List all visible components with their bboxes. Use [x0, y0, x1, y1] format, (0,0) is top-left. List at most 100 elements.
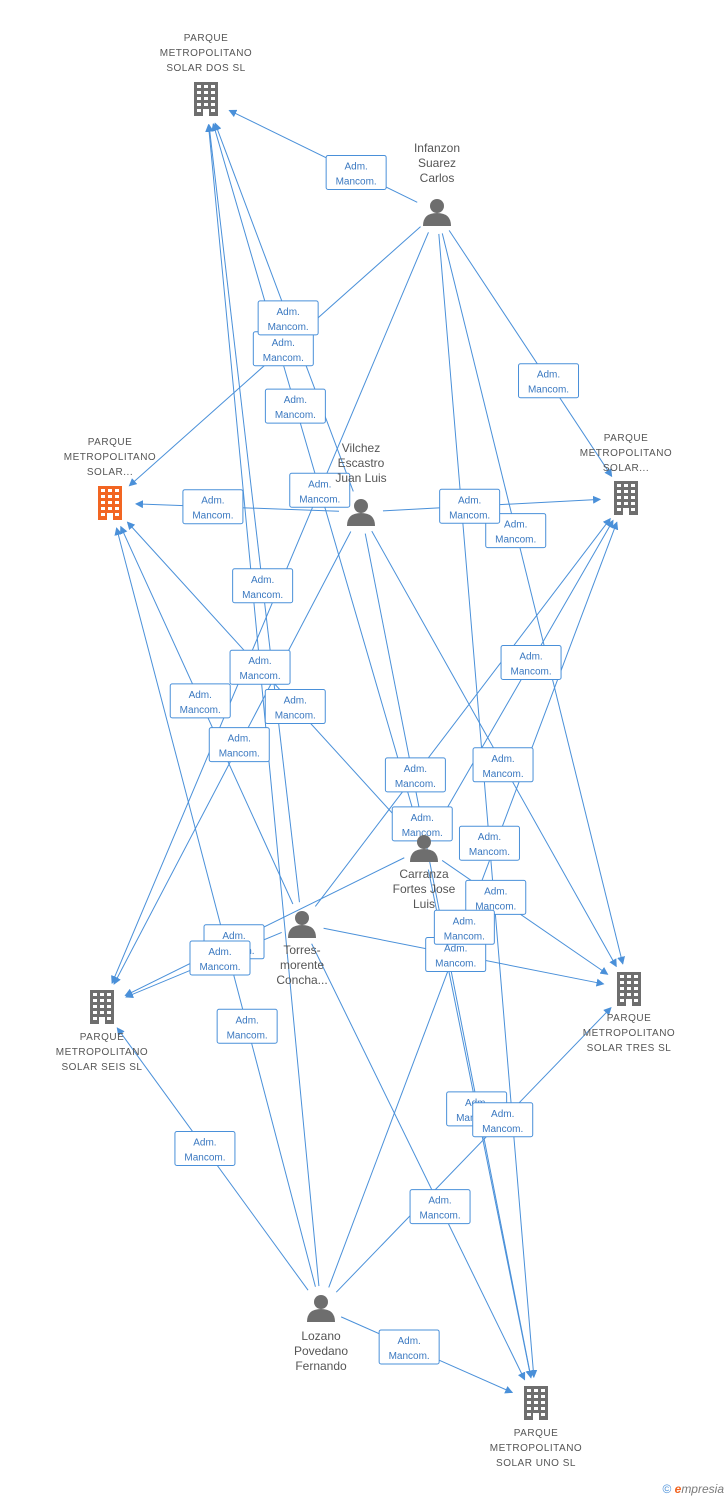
- edge-label-text: Adm.: [519, 652, 542, 663]
- edge-label-text: Mancom.: [395, 779, 436, 790]
- edge-label-text: Adm.: [248, 656, 271, 667]
- edge-label-text: Adm.: [478, 832, 501, 843]
- edge-label-text: Mancom.: [475, 901, 516, 912]
- edge-label-box: [325, 154, 387, 190]
- edge-infanzon-uno: [438, 233, 538, 1379]
- edge-label-lozano-uno[interactable]: Adm.Mancom.: [378, 1329, 440, 1365]
- edge-label-infanzon-right[interactable]: Adm.Mancom.: [518, 363, 580, 399]
- building-icon: [614, 481, 638, 515]
- edge-label-text: Mancom.: [227, 1030, 268, 1041]
- person-label: Fernando: [295, 1359, 347, 1373]
- edge-label-torres-right[interactable]: Adm.Mancom.: [384, 757, 446, 793]
- edge-label-lozano-right[interactable]: Adm.Mancom.: [433, 909, 495, 945]
- edge-label-torres-tres[interactable]: Adm.Mancom.: [425, 937, 487, 973]
- edge-label-box: [182, 489, 244, 525]
- edge-label-box: [174, 1130, 236, 1166]
- edge-label-infanzon-seis[interactable]: Adm.Mancom.: [289, 472, 351, 508]
- edge-label-carranza-right[interactable]: Adm.Mancom.: [500, 645, 562, 680]
- edge-label-text: Adm.: [276, 307, 299, 318]
- edge-label-text: Adm.: [344, 161, 367, 172]
- edge-label-vilchez-focus[interactable]: Adm.Mancom.: [182, 489, 244, 525]
- edge-label-text: Adm.: [208, 947, 231, 958]
- edge-label-box: [229, 649, 291, 685]
- brand-rest: mpresia: [681, 1482, 724, 1496]
- company-node-focus[interactable]: PARQUEMETROPOLITANOSOLAR...: [64, 437, 156, 520]
- edge-label-box: [208, 727, 270, 763]
- brand-e: e: [674, 1482, 682, 1496]
- edge-label-box: [169, 683, 231, 719]
- edge-label-infanzon-focus[interactable]: Adm. Mancom.: [252, 331, 314, 367]
- edge-label-text: Adm.: [272, 338, 295, 349]
- company-node-right[interactable]: PARQUEMETROPOLITANOSOLAR...: [580, 433, 672, 515]
- edge-lozano-dos: [205, 123, 320, 1287]
- edge-label-text: Mancom.: [263, 353, 304, 364]
- edge-label-box: [189, 940, 251, 976]
- company-label: PARQUE: [607, 1013, 652, 1024]
- edge-label-lozano-seis[interactable]: Adm.Mancom.: [174, 1130, 236, 1166]
- edge-label-lozano-dos[interactable]: Adm. Mancom.: [229, 649, 291, 685]
- person-label: Povedano: [294, 1344, 348, 1358]
- edge-label-torres-uno[interactable]: Adm. Mancom.: [409, 1189, 471, 1225]
- edge-label-vilchez-dos[interactable]: Adm.Mancom.: [257, 300, 319, 336]
- edge-label-box: [232, 568, 294, 604]
- person-label: Fortes Jose: [393, 882, 456, 896]
- person-label: Torres-: [283, 943, 320, 957]
- edge-label-carranza-tres[interactable]: Adm.Mancom.: [465, 879, 527, 915]
- edge-label-text: Adm.: [491, 754, 514, 765]
- person-label: Suarez: [418, 156, 456, 170]
- company-label: SOLAR UNO SL: [496, 1458, 576, 1469]
- edge-label-text: Mancom.: [482, 1124, 523, 1135]
- edge-label-infanzon-tres[interactable]: Adm.Mancom.: [485, 513, 547, 549]
- edge-label-text: Mancom.: [449, 510, 490, 521]
- edge-label-text: Adm.: [284, 696, 307, 707]
- person-node-torres[interactable]: Torres-morenteConcha...: [276, 911, 328, 987]
- person-icon: [410, 835, 438, 862]
- edge-label-infanzon-dos[interactable]: Adm.Mancom.: [325, 154, 387, 190]
- edge-label-text: Adm.: [428, 1196, 451, 1207]
- edge-label-lozano-tres[interactable]: Adm.Mancom.: [472, 1102, 534, 1138]
- person-icon: [288, 911, 316, 938]
- edge-label-box: [289, 472, 351, 508]
- edge-label-box: [433, 909, 495, 945]
- edge-label-vilchez-right[interactable]: Adm. Mancom.: [439, 488, 501, 524]
- edge-label-text: Mancom.: [239, 671, 280, 682]
- edge-label-box: [458, 825, 520, 861]
- footer-brand[interactable]: © empresia: [662, 1482, 724, 1496]
- person-icon: [347, 499, 375, 526]
- edge-label-infanzon-uno[interactable]: Adm.Mancom.: [458, 825, 520, 861]
- building-icon: [98, 486, 122, 520]
- edge-label-text: Adm.: [458, 495, 481, 506]
- edge-label-torres-seis[interactable]: Adm.Mancom.: [189, 940, 251, 976]
- edge-label-vilchez-tres[interactable]: Adm.Mancom.: [472, 747, 534, 783]
- edge-label-text: Adm.: [201, 496, 224, 507]
- edge-label-carranza-dos[interactable]: Adm.Mancom.: [264, 388, 326, 424]
- person-label: Luis: [413, 897, 435, 911]
- company-label: SOLAR...: [87, 467, 133, 478]
- edge-label-lozano-focus[interactable]: Adm. Mancom.: [216, 1008, 278, 1044]
- edge-label-text: Adm.: [235, 1015, 258, 1026]
- edge-label-text: Adm.: [444, 944, 467, 955]
- edge-label-text: Adm.: [453, 916, 476, 927]
- building-icon: [617, 972, 641, 1006]
- edge-lozano-tres: [335, 1006, 612, 1293]
- edge-label-text: Adm.: [251, 575, 274, 586]
- edge-infanzon-dos: [228, 109, 418, 203]
- edge-label-text: Mancom.: [419, 1211, 460, 1222]
- edge-label-text: Adm.: [189, 690, 212, 701]
- edge-label-torres-focus[interactable]: Adm.Mancom.: [169, 683, 231, 719]
- edge-label-torres-dos[interactable]: Adm.Mancom.: [232, 568, 294, 604]
- person-label: Juan Luis: [335, 471, 386, 485]
- edge-label-vilchez-seis[interactable]: Adm.Mancom.: [208, 727, 270, 763]
- edge-label-box: [500, 645, 562, 680]
- edge-label-text: Adm.: [411, 813, 434, 824]
- edge-label-carranza-focus[interactable]: Adm.Mancom.: [264, 689, 326, 725]
